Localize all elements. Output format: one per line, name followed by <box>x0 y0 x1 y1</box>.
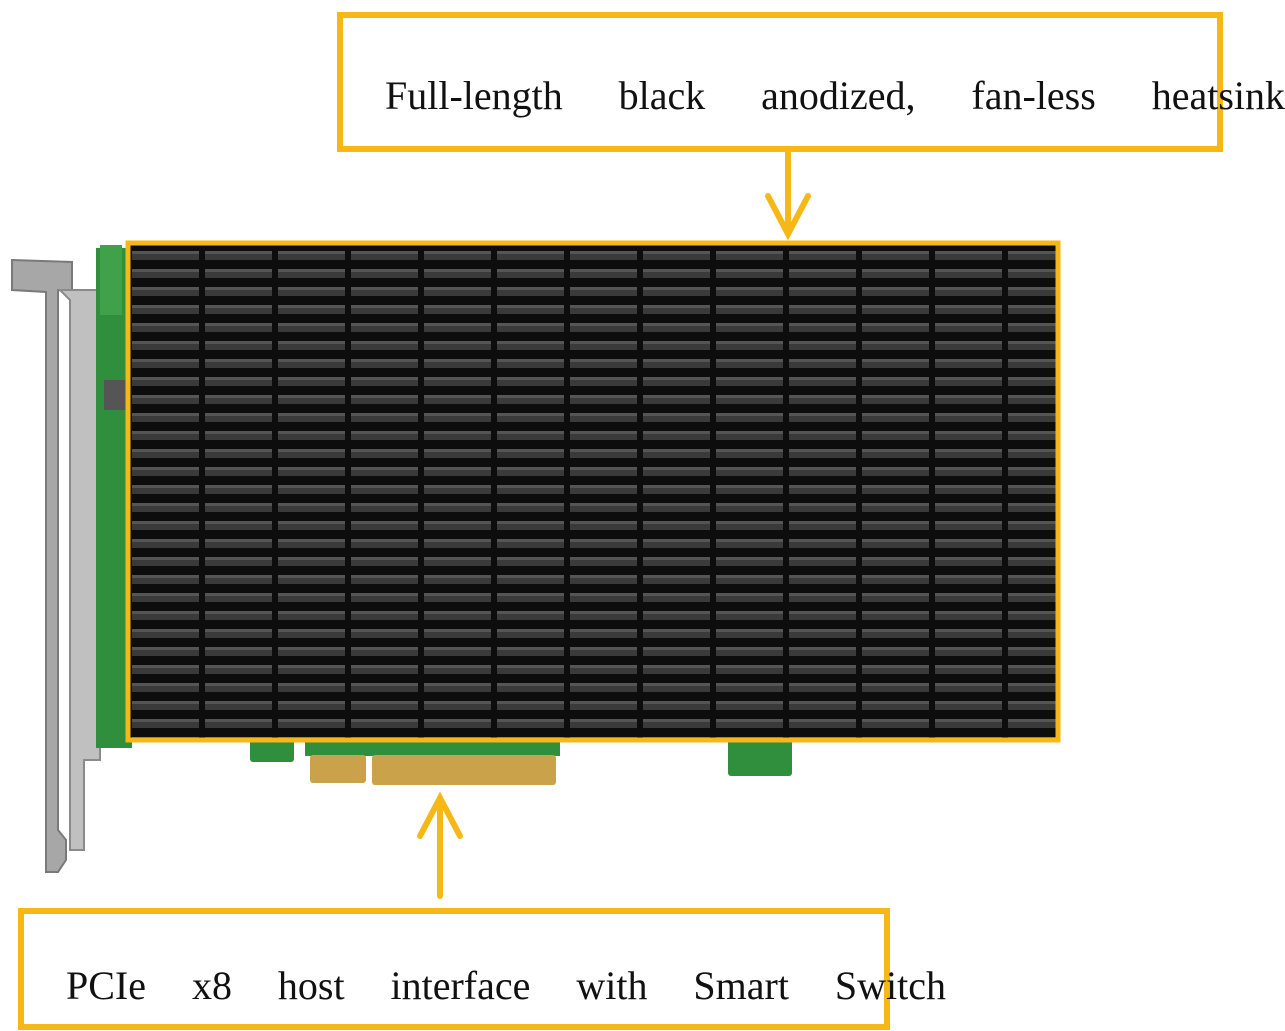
heatsink <box>125 240 1061 743</box>
pcie-card-illustration <box>11 147 1061 899</box>
heatsink-callout-text: Full-length black anodized, fan-less hea… <box>385 73 1285 118</box>
arrow-to-gold-fingers <box>417 791 463 899</box>
arrow-to-heatsink <box>765 147 811 241</box>
mounting-bracket <box>11 258 101 873</box>
pcie-gold-fingers <box>310 755 556 785</box>
heatsink-highlight-box <box>125 240 1061 743</box>
heatsink-callout: Full-length black anodized, fan-less hea… <box>337 12 1285 152</box>
interface-callout: PCIe x8 host interface with Smart Switch <box>18 908 946 1030</box>
interface-callout-text: PCIe x8 host interface with Smart Switch <box>66 963 946 1008</box>
